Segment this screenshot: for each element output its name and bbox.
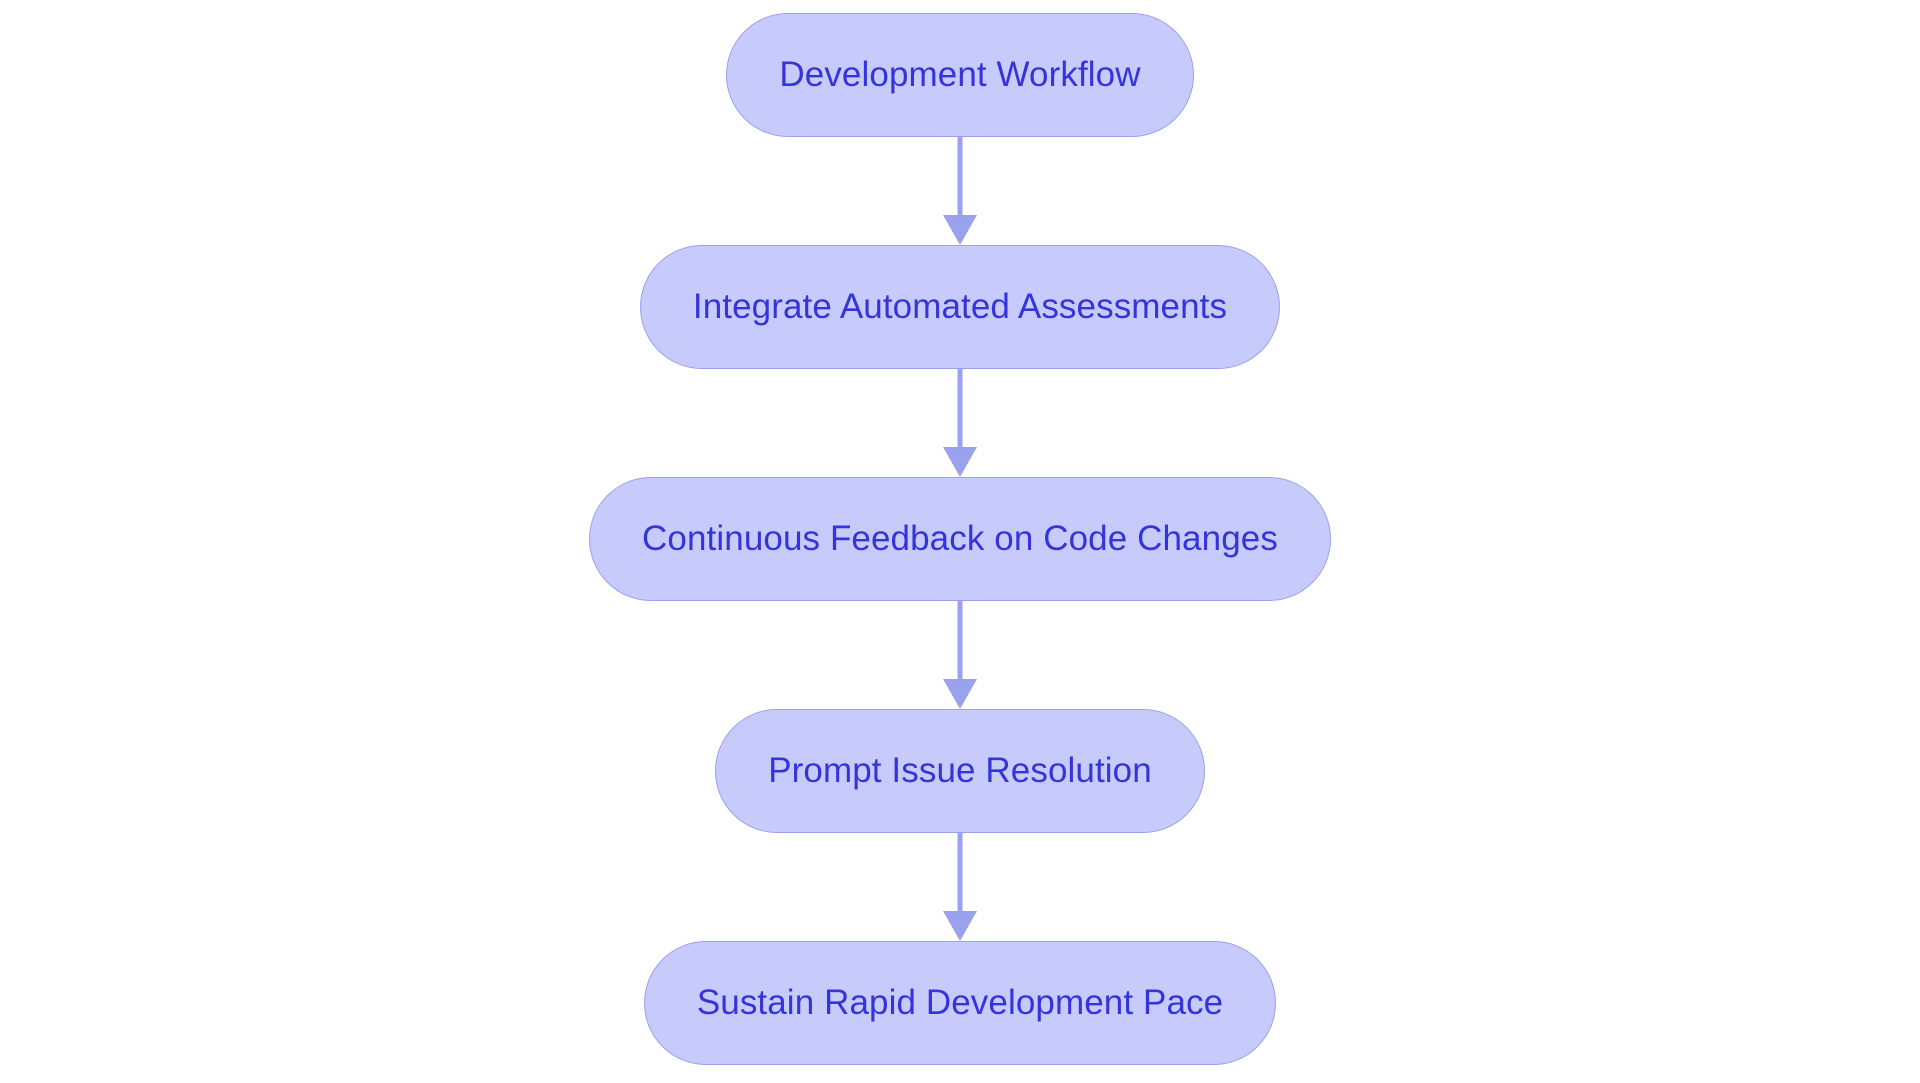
edge-line — [957, 601, 963, 683]
flow-edge-n2-n3 — [0, 369, 1920, 477]
flow-edge-n4-n5 — [0, 833, 1920, 941]
flow-node-label: Continuous Feedback on Code Changes — [642, 518, 1278, 558]
flow-node-sustain-rapid-development-pace[interactable]: Sustain Rapid Development Pace — [643, 941, 1277, 1065]
top-spacer — [0, 0, 1920, 13]
edge-line — [957, 369, 963, 451]
edge-line — [957, 833, 963, 915]
flow-node-integrate-automated-assessments[interactable]: Integrate Automated Assessments — [639, 245, 1281, 369]
flow-node-continuous-feedback-on-code-changes[interactable]: Continuous Feedback on Code Changes — [589, 477, 1331, 601]
flow-edge-n1-n2 — [0, 137, 1920, 245]
down-arrow-icon — [943, 911, 977, 941]
flow-node-label: Integrate Automated Assessments — [692, 286, 1228, 326]
down-arrow-icon — [943, 679, 977, 709]
down-arrow-icon — [943, 215, 977, 245]
edge-line — [957, 137, 963, 219]
flow-node-development-workflow[interactable]: Development Workflow — [726, 13, 1194, 137]
flow-node-label: Development Workflow — [779, 54, 1141, 94]
down-arrow-icon — [943, 447, 977, 477]
flow-edge-n3-n4 — [0, 601, 1920, 709]
flow-node-label: Sustain Rapid Development Pace — [696, 982, 1224, 1022]
flow-node-label: Prompt Issue Resolution — [768, 750, 1152, 790]
flow-node-prompt-issue-resolution[interactable]: Prompt Issue Resolution — [715, 709, 1205, 833]
